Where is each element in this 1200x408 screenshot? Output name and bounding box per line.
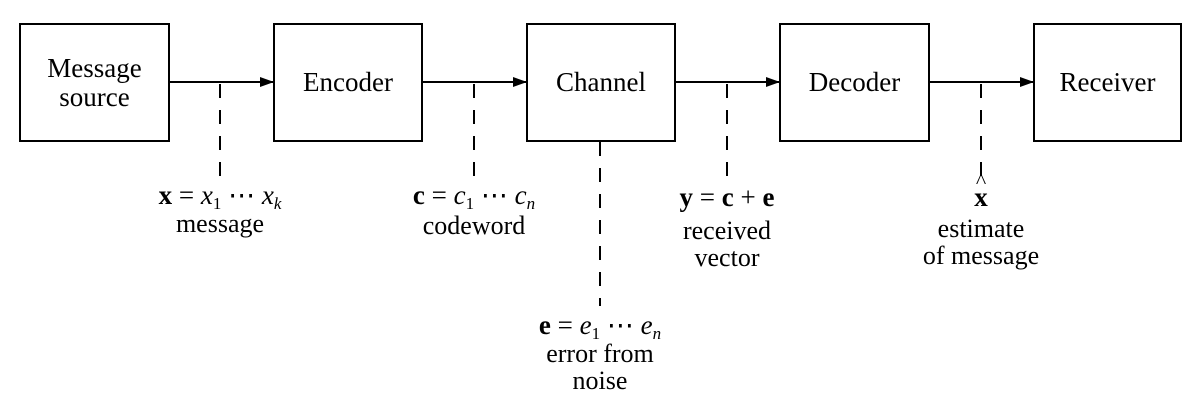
encoder-block: Encoder [273,23,423,142]
received-signal-label: y = c + e received vector [627,182,827,271]
codeword-signal-label: c = c1 ⋯ cn codeword [374,180,574,242]
message-signal-label: x = x1 ⋯ xk message [120,180,320,237]
message-source-line2: source [59,81,130,112]
receiver-label: Receiver [1059,67,1156,97]
estimate-symbol: ^x [974,168,988,212]
estimate-caption-line2: of message [922,241,1040,270]
decoder-block: Decoder [779,23,930,142]
estimate-signal-label: ^x estimate of message [881,168,1081,270]
channel-label: Channel [556,67,646,97]
received-equation: y = c + e [679,182,775,212]
message-equation: x = x1 ⋯ xk [158,180,282,213]
estimate-caption-line1: estimate [937,214,1025,243]
message-source-line1: Message [47,52,142,83]
error-equation: e = e1 ⋯ en [538,310,662,343]
codeword-caption: codeword [422,211,526,240]
message-caption: message [175,209,265,238]
message-source-block: Message source [19,23,170,142]
decoder-label: Decoder [808,67,901,97]
received-caption-line2: vector [694,243,760,272]
error-caption-line1: error from [546,339,654,368]
error-caption-line2: noise [572,366,628,395]
error-signal-label: e = e1 ⋯ en error from noise [500,310,700,394]
channel-block: Channel [526,23,676,142]
received-caption-line1: received [682,216,772,245]
codeword-equation: c = c1 ⋯ cn [412,180,536,213]
encoder-label: Encoder [303,67,393,97]
receiver-block: Receiver [1033,23,1182,142]
